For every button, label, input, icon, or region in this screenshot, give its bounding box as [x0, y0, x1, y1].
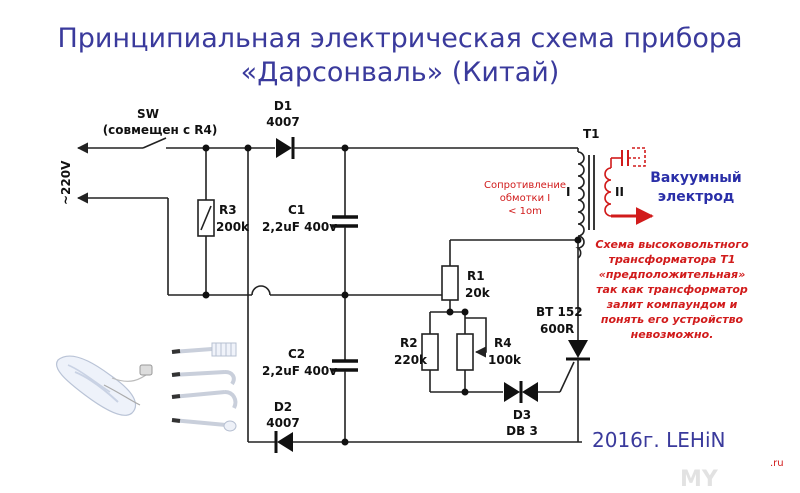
c1-value: 2,2uF 400v [262, 220, 337, 234]
svg-text:Схема высоковольтного: Схема высоковольтного [595, 238, 749, 251]
d2-name: D2 [274, 400, 292, 414]
sw-label: SW [137, 107, 159, 121]
svg-text:Сопротивление: Сопротивление [484, 180, 566, 191]
device-illustration [56, 342, 238, 432]
r1-value: 20k [465, 286, 491, 300]
watermark-ru: .ru [770, 458, 784, 469]
c2-name: C2 [288, 347, 305, 361]
svg-text:трансформатора T1: трансформатора T1 [609, 253, 736, 266]
svg-text:Вакуумный: Вакуумный [650, 170, 741, 186]
resistor-r3 [197, 148, 215, 295]
d3-name: D3 [513, 408, 531, 422]
r4-name: R4 [494, 336, 512, 350]
control-circuit [421, 239, 590, 442]
d1-value: 4007 [266, 115, 299, 129]
winding1-label: I [566, 185, 570, 199]
watermark: MY [680, 467, 719, 492]
author-signature: 2016г. LEHiN [592, 428, 725, 452]
vt-value: 600R [540, 322, 574, 336]
c1-name: C1 [288, 203, 305, 217]
capacitor-c2 [332, 359, 358, 442]
r3-value: 200k [216, 220, 250, 234]
electrode-label: Вакуумный электрод [650, 170, 741, 205]
r2-name: R2 [400, 336, 418, 350]
diac-d3 [504, 382, 520, 402]
thyristor-vt [568, 340, 588, 358]
mains-input [76, 137, 450, 296]
transformer-t1 [570, 147, 654, 259]
voltage-label: ~220V [59, 160, 73, 205]
winding2-label: II [615, 185, 624, 199]
svg-text:электрод: электрод [658, 189, 735, 205]
capacitor-c1 [332, 148, 358, 360]
r1-name: R1 [467, 269, 485, 283]
junction-dots [202, 144, 582, 446]
vt-name: BT 152 [536, 305, 583, 319]
svg-text:так как трансформатор: так как трансформатор [596, 283, 748, 296]
svg-text:обмотки I: обмотки I [500, 193, 550, 204]
potentiometer-r4 [456, 333, 474, 371]
r3-name: R3 [219, 203, 237, 217]
svg-text:«предположительная»: «предположительная» [599, 268, 745, 281]
r2-value: 220k [394, 353, 428, 367]
c2-value: 2,2uF 400v [262, 364, 337, 378]
svg-text:понять его устройство: понять его устройство [601, 313, 744, 326]
svg-text:невозможно.: невозможно. [631, 328, 714, 341]
diode-d1 [276, 137, 570, 159]
resistance-note: Сопротивление обмотки I < 1om [484, 180, 566, 217]
t1-name: T1 [583, 127, 600, 141]
r4-value: 100k [488, 353, 522, 367]
d2-value: 4007 [266, 416, 299, 430]
diagram-title-line1: Принципиальная электрическая схема прибо… [57, 23, 743, 54]
resistor-r1 [441, 265, 459, 301]
d1-name: D1 [274, 99, 292, 113]
d3-value: DB 3 [506, 424, 538, 438]
diode-d2 [248, 431, 582, 453]
svg-text:залит компаундом и: залит компаундом и [606, 298, 738, 311]
hv-note: Схема высоковольтного трансформатора T1 … [595, 238, 749, 341]
diagram-title-line2: «Дарсонваль» (Китай) [240, 57, 560, 88]
svg-text:< 1om: < 1om [508, 206, 542, 217]
sw-note: (совмещен с R4) [103, 123, 218, 137]
